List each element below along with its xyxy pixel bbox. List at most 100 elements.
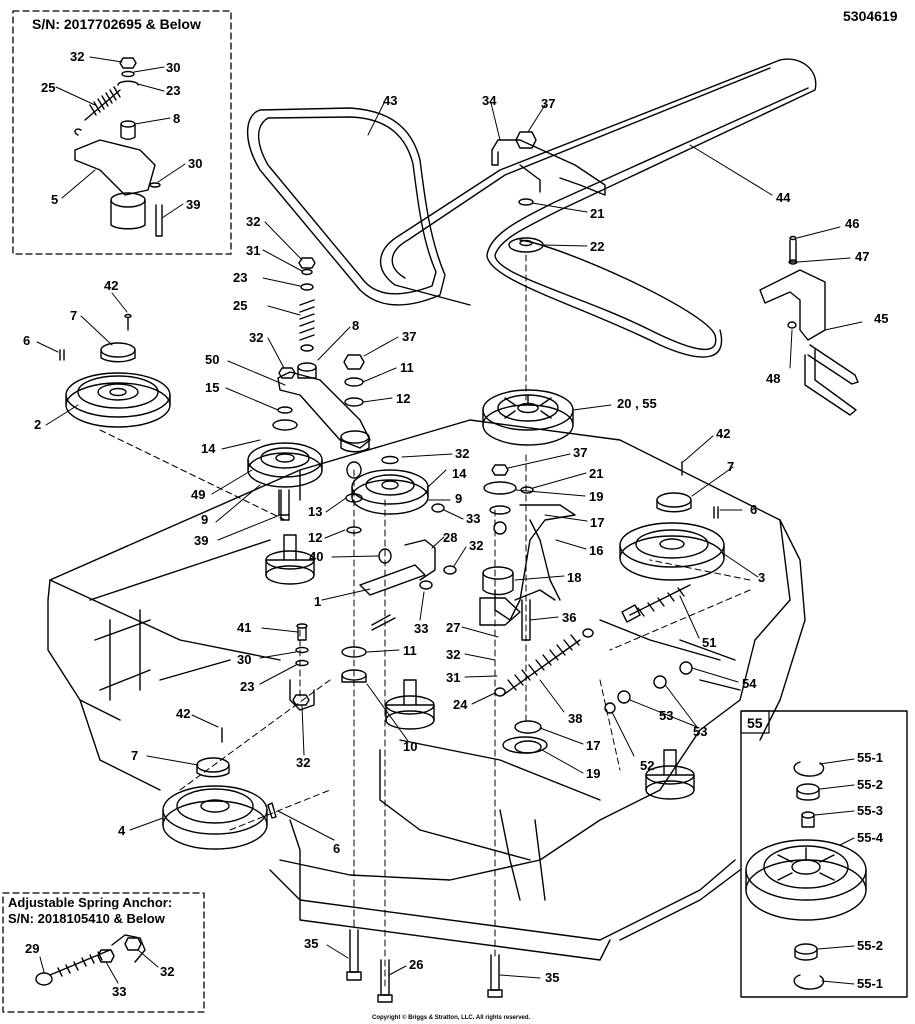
callout: 32 xyxy=(249,330,264,345)
bracket-28 xyxy=(359,503,457,631)
callout: 15 xyxy=(205,380,220,395)
callout: 23 xyxy=(166,83,181,98)
deck-spindles xyxy=(265,534,695,800)
belt-43 xyxy=(246,107,446,306)
inset-top-title: S/N: 2017702695 & Below xyxy=(32,16,201,32)
callout: 32 xyxy=(455,446,470,461)
idler-arm-50 xyxy=(277,257,371,453)
callout: 33 xyxy=(414,621,429,636)
callout: 26 xyxy=(409,957,424,972)
idler-pulley-right xyxy=(351,455,429,515)
callout: 35 xyxy=(545,970,560,985)
mower-deck xyxy=(47,419,806,961)
callout: 11 xyxy=(403,643,417,658)
callout: 31 xyxy=(246,243,261,258)
callout: 35 xyxy=(304,936,319,951)
callout: 42 xyxy=(176,706,191,721)
callout: 14 xyxy=(201,441,216,456)
callout: 3 xyxy=(758,570,766,585)
bolts-bottom xyxy=(278,489,503,1003)
callout: 14 xyxy=(452,466,467,481)
callout: 13 xyxy=(308,504,323,519)
callout: 55-2 xyxy=(857,938,884,953)
hardware-right xyxy=(514,589,693,754)
callout: 23 xyxy=(240,679,255,694)
callout: 8 xyxy=(173,111,181,126)
callout: 2 xyxy=(34,417,42,432)
inset-spring-title-2: S/N: 2018105410 & Below xyxy=(8,911,165,926)
callout: 53 xyxy=(693,724,708,739)
callout: 9 xyxy=(201,512,209,527)
inset-55-border xyxy=(740,710,908,998)
callout: 32 xyxy=(246,214,261,229)
callout: 43 xyxy=(383,93,398,108)
callout: 9 xyxy=(455,491,463,506)
callout: 46 xyxy=(845,216,860,231)
diagram-number: 5304619 xyxy=(843,8,898,24)
callout: 32 xyxy=(296,755,311,770)
callout: 32 xyxy=(469,538,484,553)
callout: 5 xyxy=(51,192,59,207)
callout: 7 xyxy=(727,459,735,474)
callout: 20 , 55 xyxy=(617,396,657,411)
callout: 37 xyxy=(402,329,417,344)
inset-spring-title-1: Adjustable Spring Anchor: xyxy=(8,895,173,910)
leader-lines xyxy=(36,56,863,985)
callout: 1 xyxy=(314,594,322,609)
callout: 36 xyxy=(562,610,577,625)
callout: 16 xyxy=(589,543,604,558)
callout: 55-2 xyxy=(857,777,884,792)
callout: 4 xyxy=(118,823,126,838)
callout: 19 xyxy=(586,766,601,781)
callout: 7 xyxy=(70,308,78,323)
callout: 23 xyxy=(233,270,248,285)
callout: 8 xyxy=(352,318,360,333)
callout: 55-1 xyxy=(857,976,884,991)
lever-45 xyxy=(759,235,859,416)
hardware-stack-center xyxy=(341,354,392,683)
callout: 47 xyxy=(855,249,870,264)
callout: 34 xyxy=(482,93,497,108)
callout: 17 xyxy=(590,515,605,530)
callout: 19 xyxy=(589,489,604,504)
pulley-4 xyxy=(162,727,277,850)
callout: 48 xyxy=(766,371,781,386)
callout: 25 xyxy=(41,80,56,95)
inset-top-border xyxy=(12,10,232,255)
callout: 27 xyxy=(446,620,461,635)
callout: 30 xyxy=(166,60,181,75)
callout: 24 xyxy=(453,697,468,712)
callout: 39 xyxy=(186,197,201,212)
callout: 44 xyxy=(776,190,791,205)
hardware-left-41 xyxy=(289,623,315,711)
idler-pulley-20 xyxy=(482,389,574,446)
callout: 50 xyxy=(205,352,220,367)
callout: 45 xyxy=(874,311,889,326)
callout: 32 xyxy=(70,49,85,64)
callout: 52 xyxy=(640,758,655,773)
inset-top-parts xyxy=(74,57,163,237)
callout: 30 xyxy=(188,156,203,171)
callout: 33 xyxy=(466,511,481,526)
callout: 17 xyxy=(586,738,601,753)
idler-pulley-left xyxy=(247,406,323,521)
callout: 55-1 xyxy=(857,750,884,765)
callout: 29 xyxy=(25,941,40,956)
callout: 39 xyxy=(194,533,209,548)
callout: 37 xyxy=(541,96,556,111)
callout: 51 xyxy=(702,635,717,650)
copyright-text: Copyright © Briggs & Stratton, LLC. All … xyxy=(372,1015,531,1021)
callout: 55-4 xyxy=(857,830,884,845)
callout: 41 xyxy=(237,620,252,635)
spring-38 xyxy=(494,628,594,697)
callout: 21 xyxy=(589,466,604,481)
callout: 10 xyxy=(403,739,418,754)
callout: 54 xyxy=(742,676,757,691)
inset-55-label: 55 xyxy=(747,715,763,731)
callout: 25 xyxy=(233,298,248,313)
callout: 37 xyxy=(573,445,588,460)
callout: 6 xyxy=(333,841,341,856)
callout: 42 xyxy=(716,426,731,441)
callout: 6 xyxy=(23,333,31,348)
